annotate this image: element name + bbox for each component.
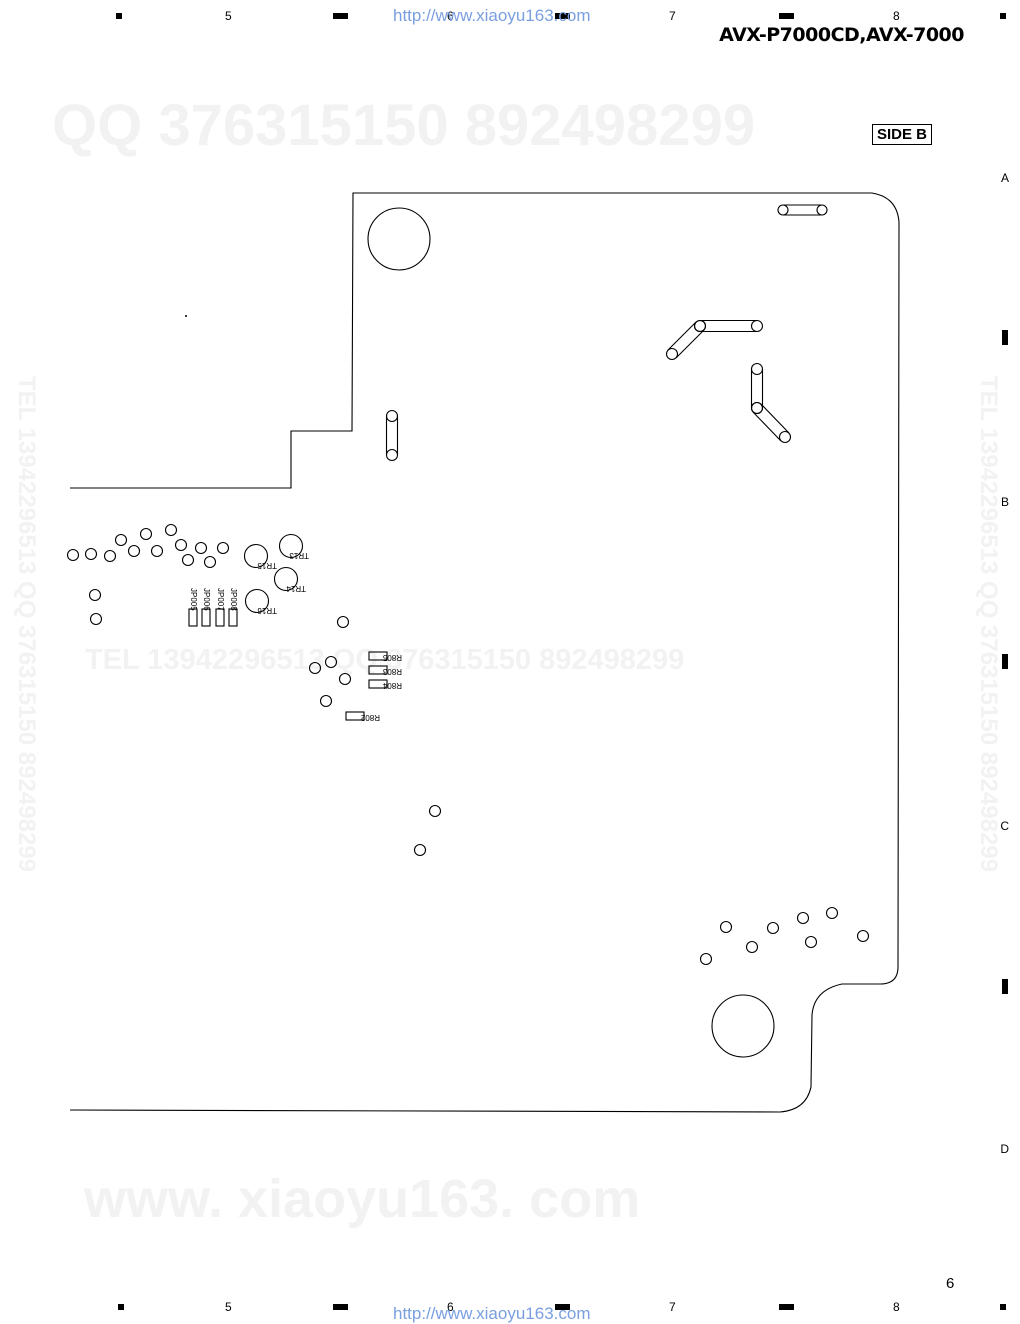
- reg-mark: [555, 1304, 570, 1310]
- reg-mark: [333, 1304, 348, 1310]
- resistor-outline: [345, 711, 365, 721]
- watermark-url: www. xiaoyu163. com: [84, 1169, 641, 1229]
- mounting-hole: [367, 207, 431, 271]
- column-number: 8: [893, 1300, 900, 1314]
- column-number: 8: [893, 9, 900, 23]
- jumper-outline: [201, 608, 211, 627]
- column-number: 7: [669, 1300, 676, 1314]
- reg-mark: [118, 1304, 124, 1310]
- reg-mark: [1002, 654, 1008, 669]
- stray-dot: [185, 315, 187, 317]
- reg-mark: [1002, 330, 1008, 345]
- watermark-qq: QQ 376315150 892498299: [52, 93, 756, 158]
- transistor-label: TR16: [257, 606, 277, 615]
- resistor-label: R802: [360, 713, 380, 722]
- jumper-label: JP006: [202, 588, 211, 611]
- column-number: 6: [447, 9, 454, 23]
- column-number: 7: [669, 9, 676, 23]
- reg-mark: [1002, 979, 1008, 994]
- model-title: AVX-P7000CD,AVX-7000: [719, 24, 964, 46]
- reg-mark: [779, 13, 794, 19]
- transistor-label: TR13: [289, 551, 309, 560]
- row-letter: B: [1000, 495, 1009, 509]
- source-url: http://www.xiaoyu163.com: [393, 6, 591, 25]
- transistor-label: TR14: [286, 584, 306, 593]
- source-url: http://www.xiaoyu163.com: [393, 1304, 591, 1323]
- wire-link: [750, 401, 792, 444]
- jumper-outline: [228, 608, 238, 627]
- jumper-outline: [215, 608, 225, 627]
- reg-mark: [1000, 13, 1006, 19]
- reg-mark: [779, 1304, 794, 1310]
- resistor-label: R804: [382, 681, 402, 690]
- transistor-outline: [273, 566, 299, 592]
- reg-mark: [555, 13, 570, 19]
- reg-mark: [1000, 1304, 1006, 1310]
- resistor-outline: [368, 651, 388, 661]
- wire-link: [777, 204, 828, 216]
- reg-mark: [116, 13, 122, 19]
- wire-link: [665, 319, 707, 361]
- pad-group: [66, 523, 870, 966]
- resistor-outline: [368, 679, 388, 689]
- column-number: 5: [225, 9, 232, 23]
- row-letter: C: [1000, 819, 1009, 833]
- resistor-outline: [368, 665, 388, 675]
- row-letter: D: [1000, 1142, 1009, 1156]
- column-number: 6: [447, 1300, 454, 1314]
- jumper-outline: [188, 608, 198, 627]
- resistor-label: R803: [382, 667, 402, 676]
- mounting-hole: [711, 994, 775, 1058]
- transistor-outline: [278, 533, 304, 559]
- wire-link: [750, 362, 764, 415]
- jumper-label: JP005: [189, 588, 198, 611]
- page-number: 9: [946, 1274, 955, 1291]
- side-label: SIDE B: [872, 124, 933, 145]
- resistor-label: R805: [382, 653, 402, 662]
- transistor-outline: [243, 543, 269, 569]
- jumper-label: JP008: [229, 588, 238, 611]
- wire-link: [385, 409, 399, 462]
- transistor-outline: [244, 588, 270, 614]
- row-letter: A: [1000, 171, 1009, 185]
- column-number: 5: [225, 1300, 232, 1314]
- reg-mark: [333, 13, 348, 19]
- wire-link: [693, 319, 764, 333]
- transistor-label: TR15: [257, 561, 277, 570]
- board-outline: [69, 192, 900, 1113]
- jumper-label: JP007: [216, 588, 225, 611]
